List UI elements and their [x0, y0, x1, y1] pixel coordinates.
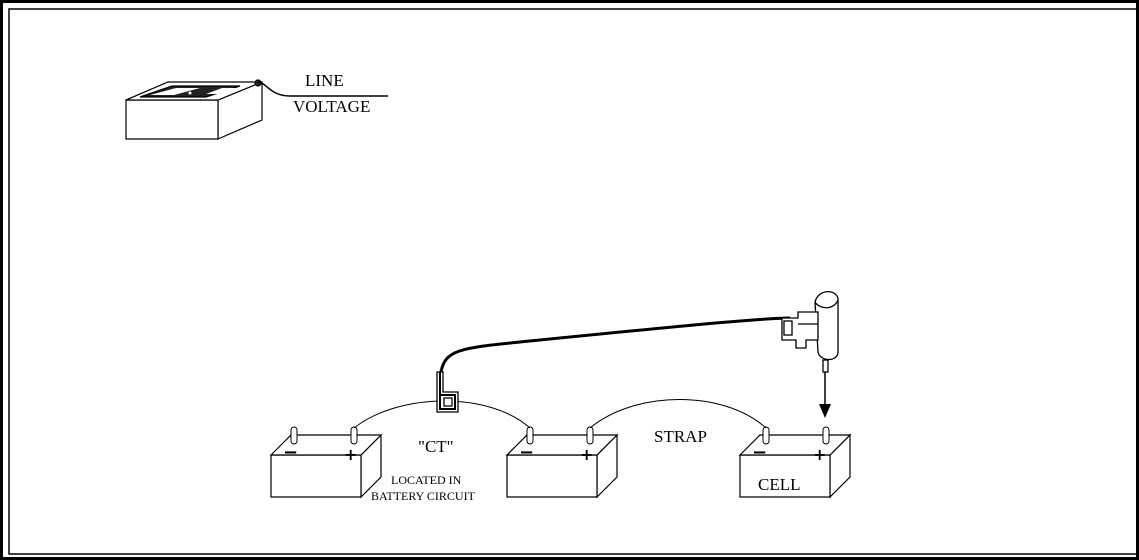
probe-cable [439, 316, 791, 373]
battery-right-positive-terminal [822, 426, 830, 445]
battery-middle-positive-terminal [586, 426, 594, 445]
battery-middle-minus-sign: − [519, 442, 534, 463]
battery-right-minus-sign: − [752, 442, 767, 463]
battery-circuit-label: BATTERY CIRCUIT [371, 489, 476, 503]
tester-instrument-icon [125, 79, 263, 140]
located-in-label: LOCATED IN [391, 473, 462, 487]
ct-clamp-icon [436, 371, 459, 413]
battery-middle [505, 433, 619, 499]
ct-label: "CT" [418, 437, 454, 456]
inner-frame [8, 8, 1139, 555]
battery-middle-negative-terminal [526, 426, 534, 445]
probe-icon [781, 291, 839, 373]
battery-left-positive-terminal [350, 426, 358, 445]
strap-right [589, 399, 767, 429]
battery-left-plus-sign: + [344, 445, 357, 464]
probe-arrow-head [819, 404, 831, 418]
cell-label: CELL [758, 475, 801, 494]
battery-left-minus-sign: − [283, 442, 298, 463]
battery-middle-plus-sign: + [580, 445, 593, 464]
line-label: LINE [305, 71, 344, 90]
voltage-label: VOLTAGE [293, 97, 370, 116]
battery-right-plus-sign: + [813, 445, 826, 464]
battery-left-negative-terminal [290, 426, 298, 445]
power-cord [257, 81, 388, 97]
battery-right-negative-terminal [762, 426, 770, 445]
strap-label: STRAP [654, 427, 707, 446]
